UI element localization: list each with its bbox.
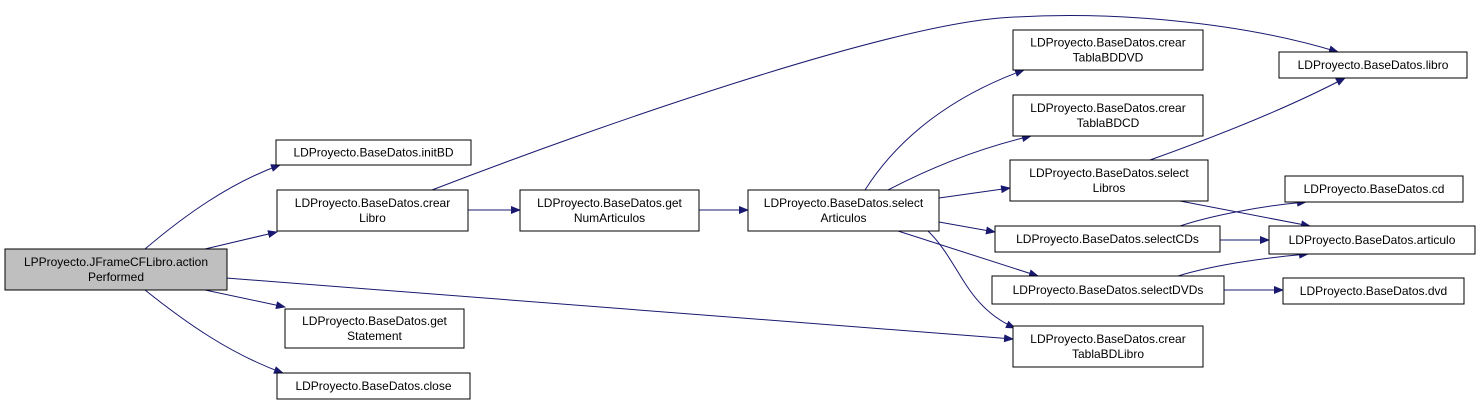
node-label-line: TablaBDLibro [1072, 347, 1144, 361]
edge-select-articulos-to-select-libros [938, 185, 1011, 199]
node-label-line: LDProyecto.BaseDatos.cd [1304, 182, 1445, 196]
edge-action-performed-to-crear-tabla-bdlibro [225, 277, 1014, 343]
node-box [1012, 29, 1204, 71]
node-label-line: Statement [347, 329, 402, 343]
edge-select-articulos-to-select-cds [938, 221, 996, 235]
node-label-line: LDProyecto.BaseDatos.crear [295, 196, 450, 210]
node-box [1012, 94, 1204, 137]
node-label-line: LDProyecto.BaseDatos.dvd [1300, 284, 1447, 298]
node-label-line: Libro [359, 211, 386, 225]
node-init-bd[interactable]: LDProyecto.BaseDatos.initBD [275, 139, 472, 166]
edge-select-cds-to-cd [1179, 198, 1307, 227]
node-box [1268, 225, 1476, 255]
node-label-line: LPProyecto.JFrameCFLibro.action [24, 255, 208, 269]
node-label-line: TablaBDCD [1077, 116, 1140, 130]
node-label-line: LDProyecto.BaseDatos.selectCDs [1016, 232, 1199, 246]
node-cd[interactable]: LDProyecto.BaseDatos.cd [1284, 175, 1464, 203]
node-box [747, 189, 940, 232]
edge-action-performed-to-close [144, 289, 284, 374]
node-label-line: LDProyecto.BaseDatos.close [295, 379, 451, 393]
node-label-line: LDProyecto.BaseDatos.select [764, 196, 924, 210]
node-box [276, 189, 469, 232]
edge-action-performed-to-init-bd [144, 164, 281, 250]
edge-select-dvds-to-articulo [1177, 250, 1309, 277]
node-label-line: LDProyecto.BaseDatos.crear [1030, 332, 1185, 346]
node-box [1282, 277, 1465, 305]
node-label-line: NumArticulos [574, 211, 645, 225]
node-box [276, 372, 471, 400]
node-box [275, 139, 472, 166]
node-label-line: LDProyecto.BaseDatos.crear [1030, 101, 1185, 115]
node-box [1009, 159, 1209, 202]
edge-select-libros-to-libro [1149, 77, 1346, 161]
edge-select-libros-to-articulo [1179, 200, 1311, 229]
edge-select-articulos-to-select-dvds [897, 230, 1039, 278]
node-label-line: LDProyecto.BaseDatos.select [1029, 166, 1189, 180]
node-label-line: Performed [88, 270, 144, 284]
edges-layer [144, 15, 1346, 374]
edge-select-articulos-to-crear-tabla-bdcd [887, 134, 1032, 191]
edge-select-articulos-to-crear-tabla-bddvd [864, 69, 1025, 191]
node-box [519, 189, 700, 232]
node-select-dvds[interactable]: LDProyecto.BaseDatos.selectDVDs [991, 275, 1225, 305]
node-close[interactable]: LDProyecto.BaseDatos.close [276, 372, 471, 400]
node-articulo[interactable]: LDProyecto.BaseDatos.articulo [1268, 225, 1476, 255]
node-box [1284, 175, 1464, 203]
node-box [1012, 325, 1204, 368]
node-box [991, 275, 1225, 305]
node-label-line: LDProyecto.BaseDatos.get [302, 314, 447, 328]
edge-crear-libro-to-libro [431, 15, 1339, 191]
node-label-line: LDProyecto.BaseDatos.selectDVDs [1013, 283, 1204, 297]
nodes-layer: LPProyecto.JFrameCFLibro.actionPerformed… [4, 29, 1476, 400]
node-label-line: LDProyecto.BaseDatos.articulo [1289, 233, 1456, 247]
node-dvd[interactable]: LDProyecto.BaseDatos.dvd [1282, 277, 1465, 305]
node-box [4, 248, 228, 291]
node-label-line: LDProyecto.BaseDatos.libro [1298, 58, 1449, 72]
edge-select-articulos-to-crear-tabla-bdlibro [927, 230, 1016, 329]
node-box [994, 225, 1221, 253]
node-label-line: LDProyecto.BaseDatos.get [537, 196, 682, 210]
node-label-line: Libros [1093, 181, 1126, 195]
node-label-line: LDProyecto.BaseDatos.crear [1030, 36, 1185, 50]
node-box [1278, 51, 1468, 79]
edge-action-performed-to-crear-libro [204, 230, 278, 250]
node-select-cds[interactable]: LDProyecto.BaseDatos.selectCDs [994, 225, 1221, 253]
node-label-line: LDProyecto.BaseDatos.initBD [293, 146, 453, 160]
node-label-line: TablaBDDVD [1073, 51, 1144, 65]
node-box [284, 308, 465, 349]
node-libro[interactable]: LDProyecto.BaseDatos.libro [1278, 51, 1468, 79]
node-label-line: Articulos [820, 211, 866, 225]
edge-action-performed-to-get-statement [204, 289, 286, 310]
